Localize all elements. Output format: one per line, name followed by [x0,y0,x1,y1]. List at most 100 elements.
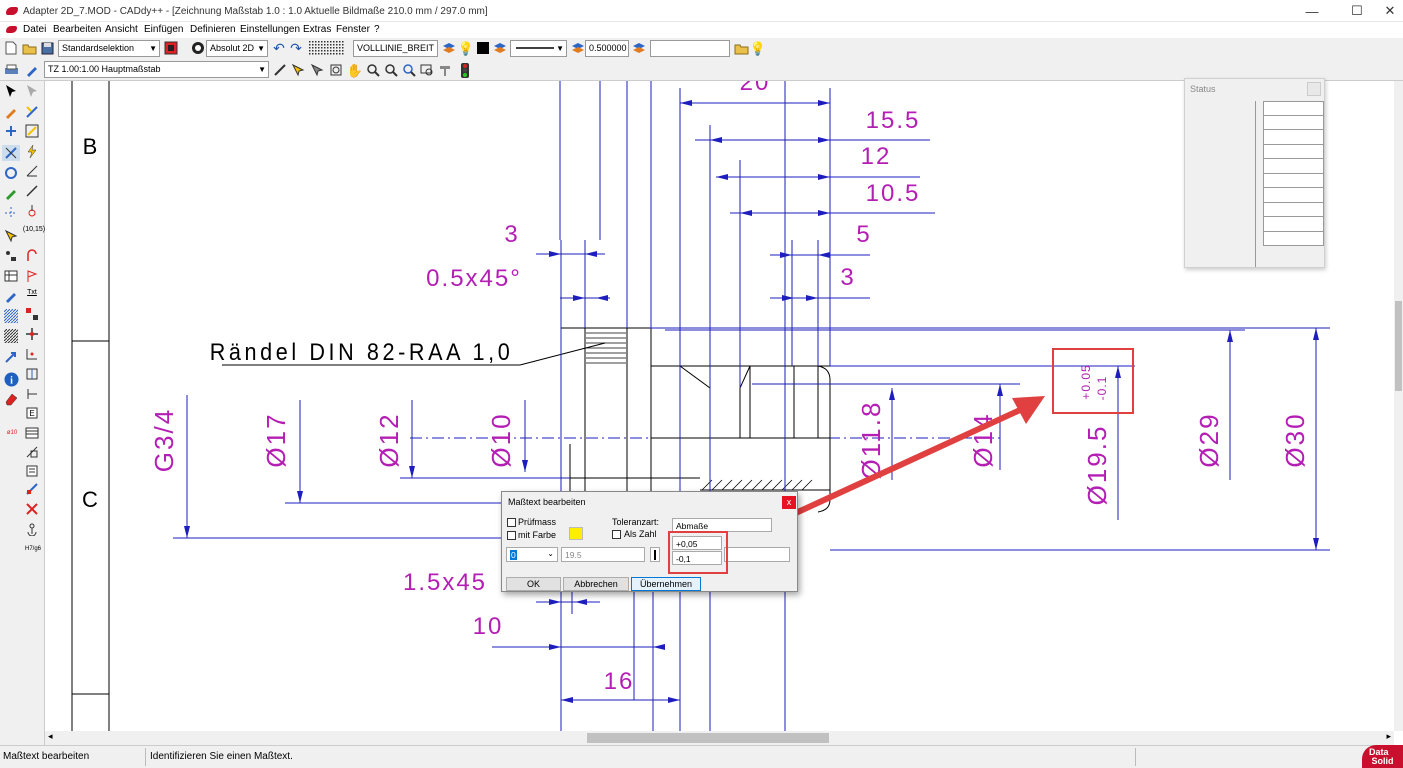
arrow-blue-icon[interactable] [2,349,20,365]
nc-tool-icon[interactable] [23,123,41,139]
menu-definieren[interactable]: Definieren [190,24,236,35]
modify-tools-icon[interactable] [2,123,20,139]
scroll-right-icon[interactable]: ▸ [1386,731,1391,741]
layer-stack-icon[interactable] [492,40,508,56]
close-window-button[interactable]: ✕ [1384,3,1396,18]
move-cross-icon[interactable] [23,326,41,342]
eraser-icon[interactable] [2,391,20,407]
technical-drawing[interactable]: B C [45,81,1394,731]
zoom-previous-icon[interactable] [419,62,435,78]
zoom-in-icon[interactable] [365,62,381,78]
vertical-scrollbar[interactable] [1394,81,1403,731]
menu-fenster[interactable]: Fenster [336,24,370,35]
pointer-gray-icon[interactable] [23,83,41,99]
suffix-field[interactable] [724,547,790,562]
scale-tool-icon[interactable] [272,62,288,78]
select-pointer-icon[interactable] [2,83,20,99]
mit-farbe-checkbox[interactable] [507,531,516,540]
menu-einfuegen[interactable]: Einfügen [144,24,184,35]
unit-toggle[interactable] [650,547,660,562]
balloon-tool-icon[interactable] [23,444,41,460]
drawing-canvas[interactable]: B C [45,81,1394,731]
text-tool-label[interactable]: Txt [27,288,37,296]
color-swatch[interactable] [569,527,583,540]
layer-stack-icon[interactable] [441,40,457,56]
scale-select[interactable]: TZ 1.00:1.00 Hauptmaßstab▼ [44,61,269,78]
upper-deviation-field[interactable]: +0,05 [672,536,722,550]
vertical-scroll-thumb[interactable] [1395,301,1402,391]
fit-label[interactable]: H7/g6 [24,546,41,552]
open-folder-icon[interactable] [21,40,37,56]
traffic-light-icon[interactable] [457,62,473,78]
symbol-library-icon[interactable] [2,248,20,264]
nominal-value-field[interactable]: 19.5 [561,547,645,562]
printer-icon[interactable] [3,62,19,78]
als-zahl-checkbox[interactable] [612,530,621,539]
scale-tool-icon[interactable] [23,183,41,199]
lightbulb-icon[interactable]: 💡 [749,40,767,56]
cancel-button[interactable]: Abbrechen [563,577,629,591]
hatch-icon[interactable] [2,308,20,324]
text-pen-icon[interactable] [2,288,20,304]
measure-angle-icon[interactable] [23,163,41,179]
status-panel-close-button[interactable] [1307,82,1321,96]
point-tool-icon[interactable] [23,346,41,362]
zoom-all-icon[interactable] [401,62,417,78]
line-snap-icon[interactable] [23,104,41,120]
new-file-icon[interactable] [3,40,19,56]
zoom-out-icon[interactable] [383,62,399,78]
info-icon[interactable]: i [2,371,20,387]
diameter-label[interactable]: ø10 [6,430,18,436]
pen-icon[interactable] [24,62,40,78]
explode-tool-icon[interactable] [23,366,41,382]
layer-stack-icon[interactable] [631,40,647,56]
line-width-field[interactable]: 0.500000 [585,40,629,57]
folder-layer-icon[interactable] [733,40,749,56]
snap-arrow-icon[interactable] [2,228,20,244]
select-color-icon[interactable] [163,40,179,56]
menu-bearbeiten[interactable]: Bearbeiten [53,24,102,35]
undo-icon[interactable]: ↶ [273,40,285,56]
note-tool-icon[interactable] [23,463,41,479]
anchor-tool-icon[interactable] [23,521,41,537]
array-tool-icon[interactable] [23,306,41,322]
free-input-field[interactable] [650,40,730,57]
redo-icon[interactable]: ↷ [290,40,302,56]
minimize-button[interactable]: — [1305,3,1319,19]
flag-tool-icon[interactable] [23,268,41,284]
e-tool-icon[interactable]: E [23,405,41,421]
pruefmass-checkbox[interactable] [507,518,516,527]
coordinate-label[interactable]: (10,15) [22,225,46,233]
menu-extras[interactable]: Extras [303,24,332,35]
horizontal-scroll-thumb[interactable] [587,733,829,743]
scroll-left-icon[interactable]: ◂ [48,731,53,741]
coordinate-globe-icon[interactable] [190,40,206,56]
prefix-select[interactable]: 0⌄ [506,547,558,562]
menu-help[interactable]: ? [374,24,380,35]
sign-tool-icon[interactable] [23,501,41,517]
horizontal-scrollbar[interactable]: ◂ ▸ [45,731,1394,745]
coordinate-mode-select[interactable]: Absolut 2D▼ [206,40,268,57]
green-pen-icon[interactable] [2,185,20,201]
menu-einstellungen[interactable]: Einstellungen [240,24,301,35]
align-tool-icon[interactable] [23,386,41,402]
menu-logo-icon[interactable] [6,26,17,33]
table-tool-icon[interactable] [2,268,20,284]
save-icon[interactable] [39,40,55,56]
line-type-name-field[interactable]: VOLLLINIE_BREIT [353,40,438,57]
lightning-snap-icon[interactable] [23,143,41,159]
hook-curve-icon[interactable] [23,248,41,264]
selection-mode-select[interactable]: Standardselektion▼ [58,40,160,57]
ok-button[interactable]: OK [506,577,561,591]
dialog-close-button[interactable]: x [782,496,796,509]
zoom-window-icon[interactable] [328,62,344,78]
pan-arrow-icon[interactable] [290,62,306,78]
color-black-swatch[interactable] [475,40,491,56]
rotate-icon[interactable] [2,165,20,181]
lightbulb-icon[interactable]: 💡 [457,40,475,56]
flag-blue-icon[interactable] [23,481,41,497]
menu-datei[interactable]: Datei [23,24,47,35]
select-arrow-icon[interactable] [309,62,325,78]
line-style-select[interactable]: ▼ [510,40,567,57]
table-grid-icon[interactable] [23,425,41,441]
